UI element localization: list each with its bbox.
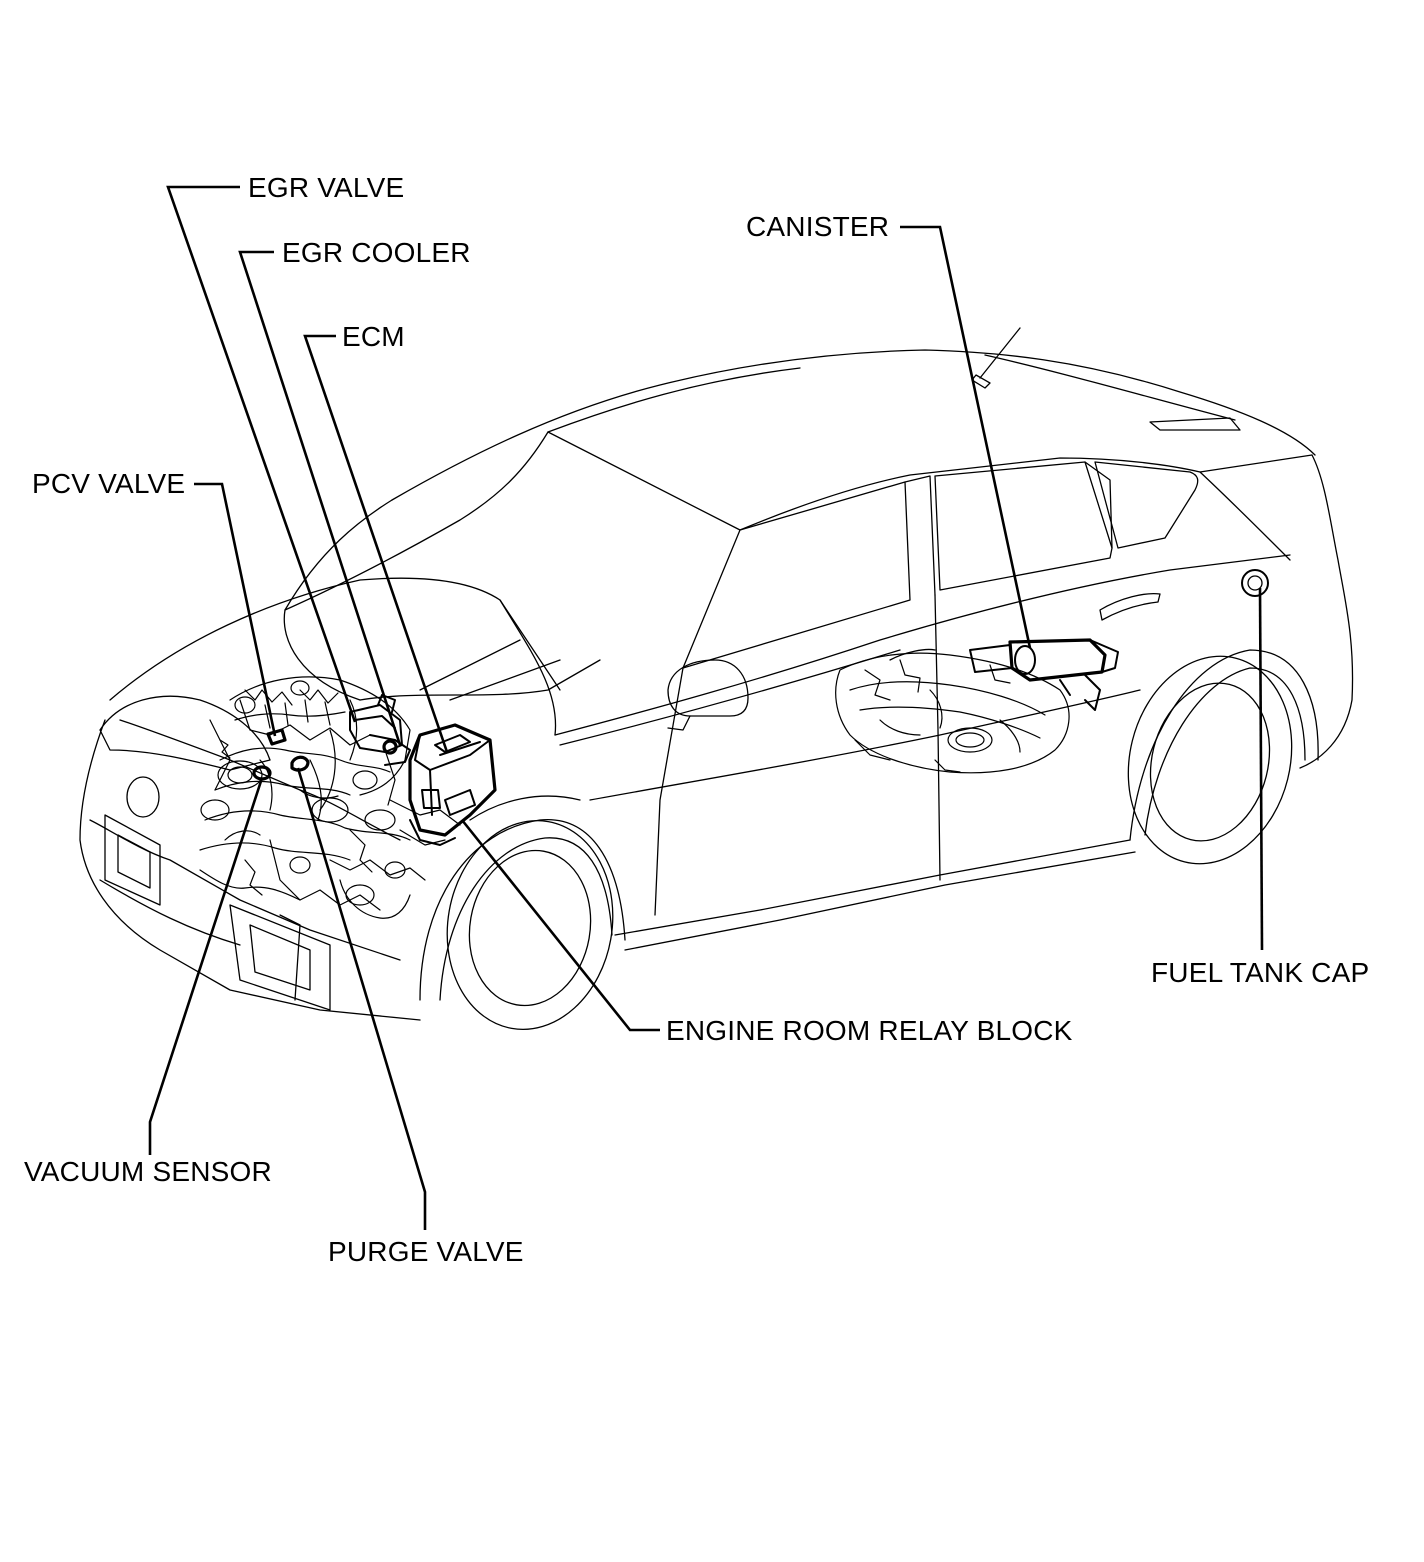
leader-engine-room-relay-block [460,819,660,1032]
fuel-tank-assembly [835,652,1070,774]
leader-vacuum-sensor [148,777,264,1155]
label-pcv-valve: PCV VALVE [32,468,186,499]
leader-egr-valve [166,185,357,723]
leader-egr-cooler [238,250,402,746]
label-vacuum-sensor: VACUUM SENSOR [24,1156,272,1187]
leader-ecm [303,334,449,753]
label-egr-valve: EGR VALVE [248,172,405,203]
label-ecm: ECM [342,321,405,352]
pcv-valve-part [266,728,287,746]
canister-part [969,638,1119,711]
label-purge-valve: PURGE VALVE [328,1236,524,1267]
engine-assembly [199,676,461,919]
label-engine-room-relay-block: ENGINE ROOM RELAY BLOCK [666,1015,1073,1046]
leader-purge-valve [296,767,427,1230]
egr-assembly [349,694,411,766]
ecm-relay-block [408,723,497,846]
leader-lines [148,185,1264,1230]
label-fuel-tank-cap: FUEL TANK CAP [1151,957,1370,988]
leader-pcv-valve [194,482,277,737]
purge-valve-part [290,755,310,772]
label-egr-cooler: EGR COOLER [282,237,471,268]
label-canister: CANISTER [746,211,890,242]
leader-fuel-tank-cap [1258,587,1264,951]
car-body-outline [79,327,1354,1031]
leader-canister [900,225,1032,649]
